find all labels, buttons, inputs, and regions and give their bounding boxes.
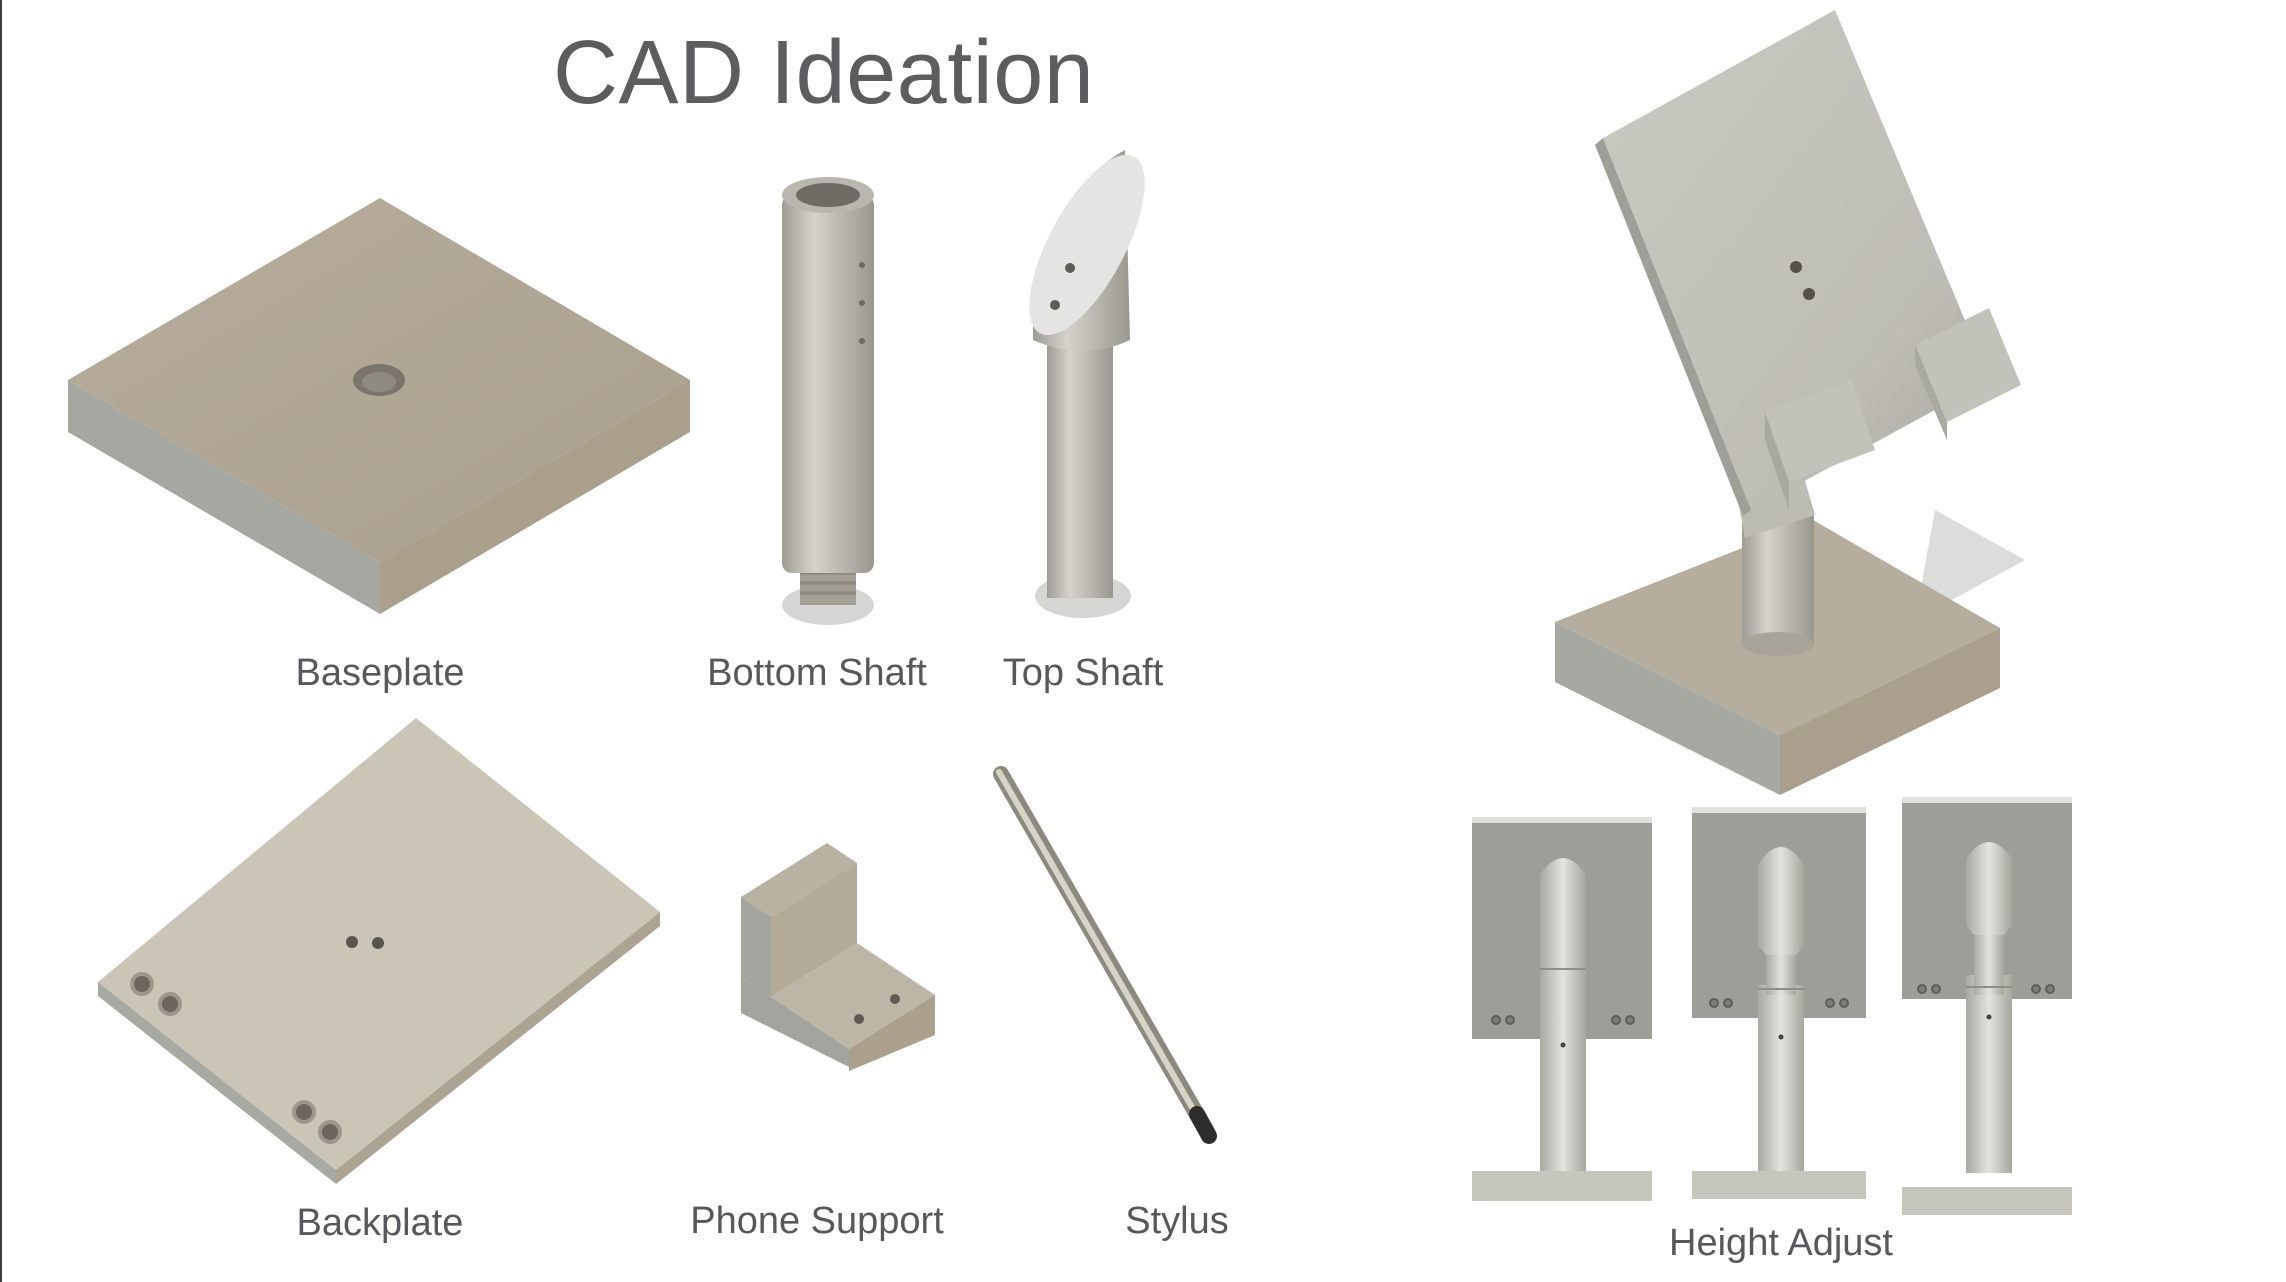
assembly-render — [1555, 10, 2025, 795]
phone-support-render — [741, 843, 935, 1071]
baseplate-label: Baseplate — [295, 652, 465, 694]
height-adjust-view-1 — [1472, 817, 1652, 1201]
bottom-shaft-label: Bottom Shaft — [707, 652, 927, 694]
baseplate-render — [68, 198, 690, 614]
top-shaft-render — [1029, 150, 1145, 618]
phone-support-label: Phone Support — [690, 1200, 944, 1242]
height-adjust-view-3 — [1902, 797, 2072, 1215]
stylus-render — [993, 766, 1217, 1144]
stylus-label: Stylus — [1125, 1200, 1229, 1242]
top-shaft-label: Top Shaft — [1002, 652, 1164, 694]
height-adjust-label: Height Adjust — [1669, 1222, 1893, 1264]
backplate-render — [98, 718, 660, 1184]
height-adjust-view-2 — [1692, 807, 1866, 1199]
slide-title: CAD Ideation — [553, 23, 1095, 123]
backplate-label: Backplate — [296, 1202, 464, 1244]
slide-left-border — [0, 0, 2, 1282]
bottom-shaft-render — [782, 177, 874, 625]
